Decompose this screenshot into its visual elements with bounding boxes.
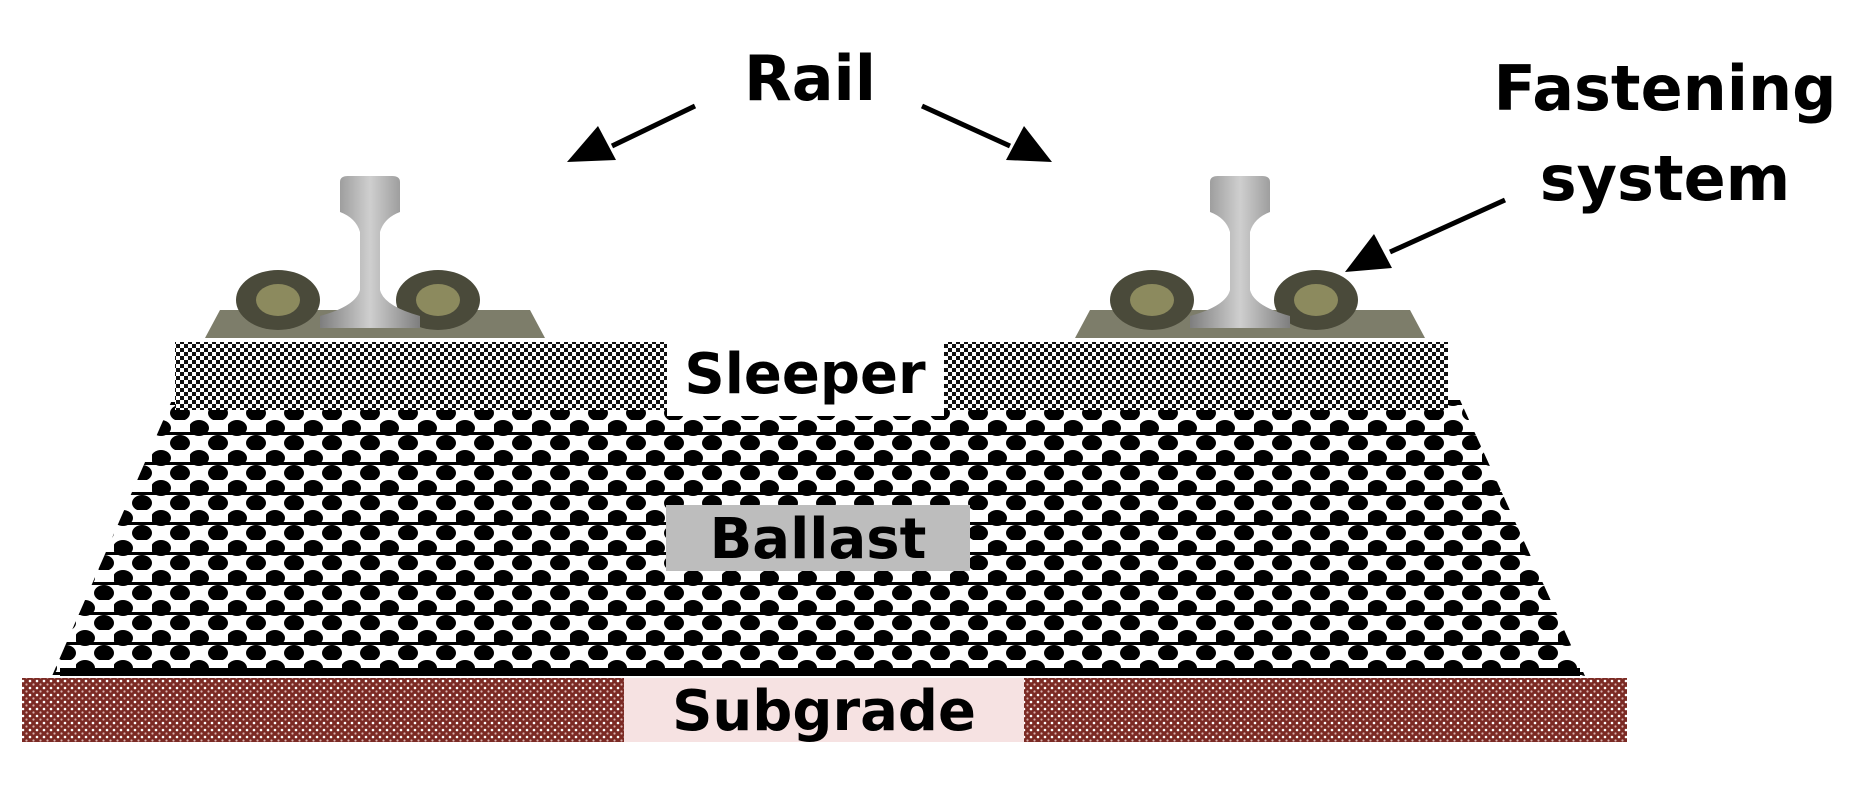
rail-left xyxy=(320,176,420,328)
rail-right xyxy=(1190,176,1290,328)
sleeper-label: Sleeper xyxy=(684,342,926,407)
sleeper-right xyxy=(944,342,1448,410)
rail-assembly-left xyxy=(205,176,545,338)
ballast-edge-line xyxy=(60,668,1580,676)
subgrade-label-box xyxy=(624,678,1024,742)
rail-arrow-left xyxy=(567,103,697,162)
fastening-clip-left-b-core xyxy=(416,284,460,316)
sleeper-left xyxy=(175,342,667,410)
fastening-clip-right-b-core xyxy=(1294,284,1338,316)
sleeper-label-box xyxy=(667,336,944,416)
fastening-clip-right-a-core xyxy=(1130,284,1174,316)
fastening-label-line2: system xyxy=(1540,142,1791,215)
rail-assembly-right xyxy=(1075,176,1425,338)
fastening-arrow xyxy=(1345,197,1507,272)
fastening-clip-left-a-core xyxy=(256,284,300,316)
ballast-label: Ballast xyxy=(710,507,927,572)
subgrade-label: Subgrade xyxy=(672,679,976,744)
fastening-label-line1: Fastening xyxy=(1493,52,1836,125)
rail-label: Rail xyxy=(744,42,876,115)
rail-arrow-right xyxy=(920,103,1052,162)
ballast-label-box xyxy=(666,505,970,571)
